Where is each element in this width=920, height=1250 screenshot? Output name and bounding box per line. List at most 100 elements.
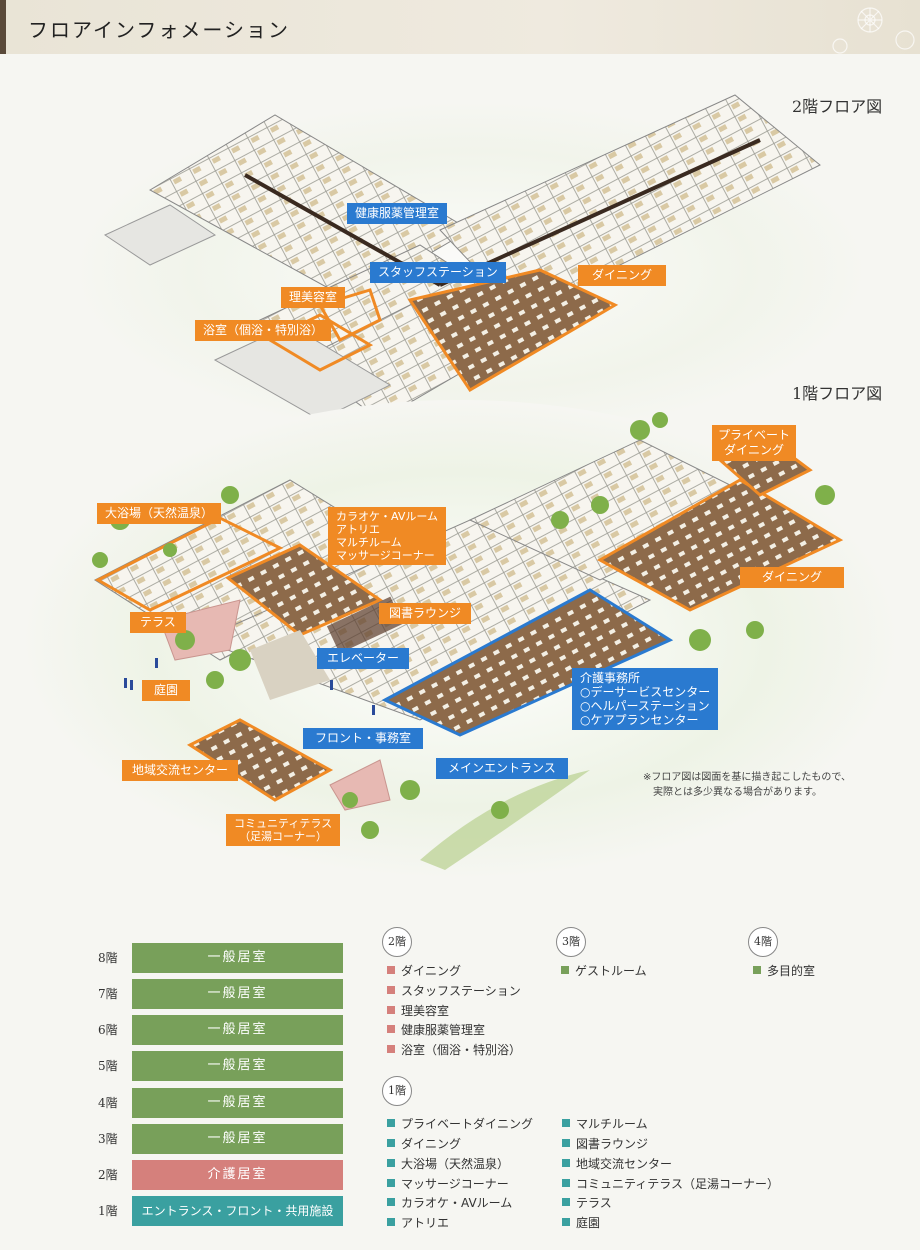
list-item-label: マッサージコーナー [401, 1177, 509, 1191]
list-item-label: 多目的室 [767, 964, 816, 978]
floor-badge-4f: 4階 [748, 927, 778, 957]
tag-private-dining-line1: プライベート [718, 428, 791, 442]
note-line2: 実際とは多少異なる場合があります。 [653, 787, 822, 798]
list-item-label: ダイニング [401, 1137, 462, 1151]
header-accent [0, 0, 6, 54]
list-item: 大浴場（天然温泉） [387, 1156, 509, 1172]
legend-floor-bar: 介護居室 [132, 1160, 343, 1190]
legend-floor-bar: 一般居室 [132, 1088, 343, 1118]
bullet-icon [562, 1119, 570, 1127]
bullet-icon [562, 1139, 570, 1147]
list-item: 庭園 [562, 1215, 600, 1231]
tag-terrace: テラス [130, 612, 186, 633]
list-item: マルチルーム [562, 1116, 648, 1132]
tag-community-terrace-line1: コミュニティテラス [234, 817, 333, 830]
bullet-icon [387, 1025, 395, 1033]
tag-elevator: エレベーター [317, 648, 410, 669]
bullet-icon [561, 966, 569, 974]
legend-floor-num: 8階 [98, 951, 118, 965]
list-item: ダイニング [387, 1136, 461, 1152]
bullet-icon [387, 1159, 395, 1167]
list-item-label: 理美容室 [401, 1004, 450, 1018]
floor-badge-2f: 2階 [382, 927, 412, 957]
list-item-label: 浴室（個浴・特別浴） [401, 1043, 522, 1057]
list-item: テラス [562, 1195, 612, 1211]
tag-karaoke-line3: マルチルーム [336, 536, 402, 549]
tag-private-dining: プライベート ダイニング [712, 425, 797, 461]
legend-floor-bar: 一般居室 [132, 1051, 343, 1081]
list-item: 浴室（個浴・特別浴） [387, 1042, 521, 1058]
list-item-label: スタッフステーション [401, 984, 521, 998]
floor1-map-label: 1階フロア図 [792, 384, 883, 403]
floor-badge-1f: 1階 [382, 1076, 412, 1106]
bullet-icon [387, 1045, 395, 1053]
list-item-label: 図書ラウンジ [576, 1137, 649, 1151]
tag-large-bath: 大浴場（天然温泉） [97, 503, 222, 524]
page-title: フロアインフォメーション [28, 18, 290, 42]
list-item-label: テラス [576, 1196, 612, 1210]
tag-library-lounge: 図書ラウンジ [379, 603, 472, 624]
bullet-icon [387, 986, 395, 994]
bullet-icon [387, 1006, 395, 1014]
list-item: ダイニング [387, 963, 461, 979]
list-item-label: マルチルーム [576, 1117, 648, 1131]
list-item-label: ゲストルーム [575, 964, 647, 978]
tag-main-entrance: メインエントランス [436, 758, 568, 779]
list-item: 多目的室 [753, 963, 815, 979]
tag-bathroom-f2: 浴室（個浴・特別浴） [195, 320, 332, 341]
tag-care-office: 介護事務所 ○デーサービスセンター ○ヘルパーステーション ○ケアプランセンター [572, 668, 719, 730]
legend-floor-bar: エントランス・フロント・共用施設 [132, 1196, 343, 1226]
bullet-icon [562, 1159, 570, 1167]
floor2-map-label: 2階フロア図 [792, 97, 883, 116]
list-item-label: アトリエ [401, 1216, 450, 1230]
tag-care-line2: ○デーサービスセンター [580, 685, 711, 699]
map-disclaimer-note: ※フロア図は図面を基に描き起こしたもので、 実際とは多少異なる場合があります。 [643, 770, 851, 800]
list-item-label: 大浴場（天然温泉） [401, 1157, 510, 1171]
tag-care-line3: ○ヘルパーステーション [580, 699, 710, 713]
legend-floor-num: 4階 [98, 1096, 118, 1110]
tag-dining-f2: ダイニング [578, 265, 667, 286]
note-line1: ※フロア図は図面を基に描き起こしたもので、 [643, 772, 851, 783]
list-item: ゲストルーム [561, 963, 647, 979]
legend-floor-num: 6階 [98, 1023, 118, 1037]
list-item-label: 庭園 [576, 1216, 601, 1230]
list-item-label: 健康服薬管理室 [401, 1023, 486, 1037]
list-item: マッサージコーナー [387, 1176, 509, 1192]
tag-karaoke-line1: カラオケ・AVルーム [336, 510, 439, 523]
tag-dining-f1: ダイニング [740, 567, 845, 588]
legend-floor-num: 1階 [98, 1204, 118, 1218]
bullet-icon [562, 1218, 570, 1226]
legend-floor-num: 3階 [98, 1132, 118, 1146]
bullet-icon [562, 1198, 570, 1206]
list-item-label: プライベートダイニング [401, 1117, 534, 1131]
bullet-icon [387, 966, 395, 974]
list-item: 地域交流センター [562, 1156, 672, 1172]
list-item-label: 地域交流センター [576, 1157, 673, 1171]
tag-karaoke-line4: マッサージコーナー [336, 549, 435, 562]
tag-karaoke-line2: アトリエ [336, 523, 380, 536]
header: フロアインフォメーション [0, 0, 920, 54]
tag-health-medication-room: 健康服薬管理室 [347, 203, 448, 224]
bullet-icon [562, 1179, 570, 1187]
legend-floor-bar: 一般居室 [132, 1015, 343, 1045]
list-item-label: コミュニティテラス（足湯コーナー） [576, 1177, 780, 1191]
flower-ornament-icon [832, 7, 915, 54]
list-item-label: ダイニング [401, 964, 462, 978]
list-item: 健康服薬管理室 [387, 1022, 485, 1038]
list-item-label: カラオケ・AVルーム [401, 1196, 513, 1210]
bullet-icon [387, 1139, 395, 1147]
tag-care-line4: ○ケアプランセンター [580, 713, 699, 727]
bullet-icon [387, 1198, 395, 1206]
tag-front-office: フロント・事務室 [303, 728, 424, 749]
list-item: 図書ラウンジ [562, 1136, 648, 1152]
list-item: プライベートダイニング [387, 1116, 533, 1132]
bullet-icon [753, 966, 761, 974]
legend-floor-num: 2階 [98, 1168, 118, 1182]
tag-care-line1: 介護事務所 [580, 671, 641, 685]
legend-floor-num: 5階 [98, 1059, 118, 1073]
legend-floor-bar: 一般居室 [132, 1124, 343, 1154]
tag-garden: 庭園 [142, 680, 191, 701]
list-item: カラオケ・AVルーム [387, 1195, 512, 1211]
tag-community-terrace: コミュニティテラス （足湯コーナー） [226, 814, 341, 846]
tag-private-dining-line2: ダイニング [724, 443, 785, 457]
